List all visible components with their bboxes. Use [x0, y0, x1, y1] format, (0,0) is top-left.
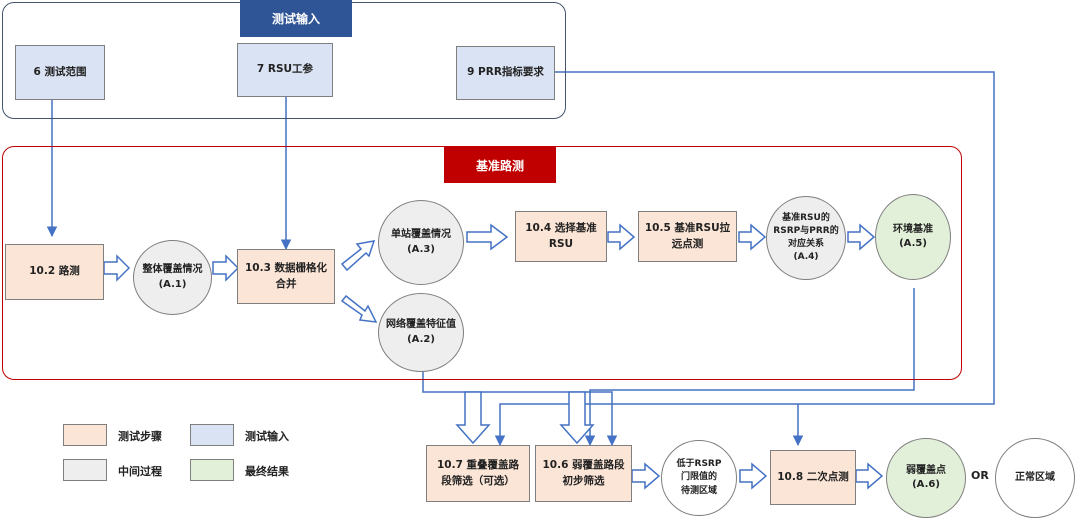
legend-label-final: 最终结果 [245, 465, 289, 478]
step-10-8-second-point-test: 10.8 二次点测 [770, 450, 856, 505]
step-10-5-rsu-far-point: 10.5 基准RSU拉 远点测 [638, 211, 737, 262]
block-arrow-10-3-to-a3 [340, 240, 376, 272]
legend-swatch-step [63, 424, 107, 446]
step-10-4-select-rsu: 10.4 选择基准RSU [515, 211, 607, 262]
block-arrow-a4-to-a5 [847, 223, 876, 251]
legend-swatch-mid [63, 459, 107, 481]
block-arrow-a1-to-10-3 [212, 254, 240, 282]
legend-swatch-input [190, 424, 234, 446]
step-10-2-road-test: 10.2 路测 [5, 244, 104, 300]
block-arrow-10-4-to-10-5 [607, 223, 636, 251]
block-arrow-low-to-10-8 [739, 462, 768, 490]
step-10-3-rasterize-merge: 10.3 数据栅格化 合并 [237, 249, 335, 304]
circle-a1-overall-coverage: 整体覆盖情况 (A.1) [133, 240, 212, 315]
input-prr-requirement: 9 PRR指标要求 [456, 46, 555, 100]
legend-label-step: 测试步骤 [118, 430, 162, 443]
circle-a4-rsrp-prr-relation: 基准RSU的 RSRP与PRR的 对应关系 (A.4) [766, 196, 846, 280]
circle-below-rsrp-threshold: 低于RSRP 门限值的 待测区域 [661, 440, 737, 516]
input-test-scope: 6 测试范围 [15, 45, 105, 100]
input-rsu-params: 7 RSU工参 [237, 43, 333, 97]
test-input-banner: 测试输入 [240, 0, 352, 37]
circle-a5-environment-baseline: 环境基准 (A.5) [875, 194, 951, 280]
block-arrow-10-8-to-a6 [855, 462, 884, 490]
block-arrow-down-10-6 [559, 391, 595, 445]
legend-label-mid: 中间过程 [118, 465, 162, 478]
or-label: OR [971, 469, 989, 482]
line-prr-to-bottom [494, 71, 995, 447]
legend-label-input: 测试输入 [245, 430, 289, 443]
block-arrow-a3-to-10-4 [466, 223, 509, 251]
block-arrow-10-5-to-a4 [738, 223, 767, 251]
circle-a3-single-site: 单站覆盖情况 (A.3) [378, 200, 464, 285]
block-arrow-10-6-to-low [631, 462, 661, 490]
block-arrow-10-3-to-a2 [340, 294, 378, 323]
line-a5-to-bottom [584, 288, 915, 447]
baseline-test-banner: 基准路测 [444, 147, 556, 183]
line-a2-feed [422, 370, 618, 447]
step-10-6-weak-filter: 10.6 弱覆盖路段 初步筛选 [535, 445, 632, 502]
block-arrow-down-10-7 [455, 391, 491, 445]
circle-a2-network-features: 网络覆盖特征值 (A.2) [378, 293, 464, 372]
circle-normal-area: 正常区域 [995, 438, 1075, 518]
legend-swatch-final [190, 459, 234, 481]
circle-a6-weak-coverage-point: 弱覆盖点 (A.6) [886, 438, 966, 518]
step-10-7-overlap-filter: 10.7 重叠覆盖路 段筛选（可选） [426, 445, 530, 502]
baseline-test-frame [2, 146, 962, 380]
block-arrow-10-2-to-a1 [103, 254, 131, 282]
